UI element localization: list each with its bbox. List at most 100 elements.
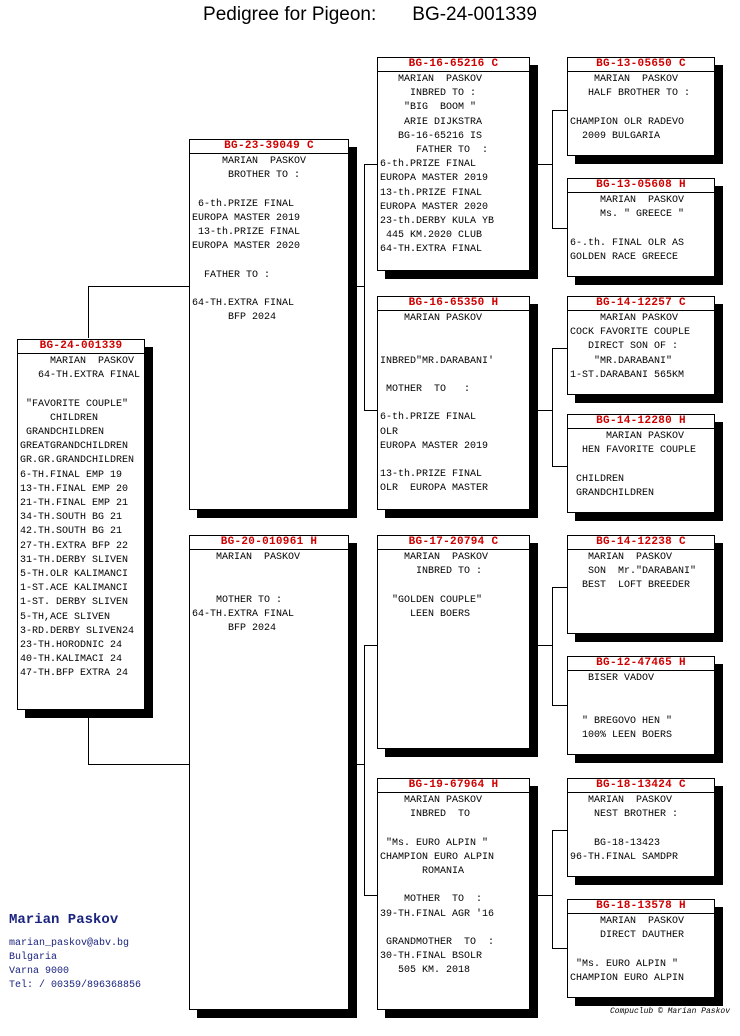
note-line: "BIG BOOM " (380, 102, 477, 114)
ring-number: BG-18-13578 H (568, 900, 714, 914)
note-line: "GOLDEN COUPLE" (380, 594, 483, 606)
note-line: 6-.th. FINAL OLR AS (570, 237, 685, 249)
owner-phone: Tel: / 00359/896368856 (9, 980, 142, 991)
note-line: MARIAN PASKOV (20, 356, 135, 367)
connector (364, 895, 377, 896)
note-line: MARIAN PASKOV (380, 74, 483, 85)
note-line (192, 579, 346, 593)
note-line: EUROPA MASTER 2019 (380, 440, 489, 452)
note-line: 5-TH,ACE SLIVEN (20, 611, 111, 623)
note-line: 34-TH.SOUTH BG 21 (20, 512, 123, 524)
note-line: EUROPA MASTER 2020 (192, 241, 301, 253)
pigeon-notes: MARIAN PASKOV INBRED TO : "BIG BOOM " AR… (378, 72, 529, 258)
note-line: COCK FAVORITE COUPLE (570, 327, 691, 339)
note-line (570, 222, 712, 236)
connector (552, 348, 553, 466)
note-line: Ms. " GREECE " (570, 209, 685, 221)
note-line (380, 454, 527, 468)
owner-contact: marian_paskov@abv.bg Bulgaria Varna 9000… (9, 937, 141, 993)
note-line: FATHER TO : (380, 145, 489, 157)
note-line: MARIAN PASKOV (570, 795, 673, 806)
pigeon-notes: MARIAN PASKOV INBRED TO "Ms. EURO ALPIN … (378, 793, 529, 979)
note-line: GRANDMOTHER TO : (380, 936, 495, 948)
note-line: INBRED TO : (380, 566, 483, 578)
pigeon-card-dam-dam: BG-19-67964 H MARIAN PASKOV INBRED TO "M… (377, 778, 530, 1010)
note-line (570, 822, 712, 836)
pigeon-notes: MARIAN PASKOV 64-TH.EXTRA FINAL "FAVORIT… (18, 354, 144, 682)
pigeon-notes: MARIAN PASKOV SON Mr."DARABANI" BEST LOF… (568, 550, 714, 594)
pigeon-notes: MARIAN PASKOV NEST BROTHER : BG-18-13423… (568, 793, 714, 865)
connector (552, 110, 567, 111)
note-line: INBRED"MR.DARABANI' (380, 355, 495, 367)
pigeon-card-ddd: BG-18-13578 H MARIAN PASKOV DIRECT DAUTH… (567, 899, 715, 998)
note-line: OLR (380, 426, 399, 438)
note-line (570, 686, 712, 700)
connector (552, 228, 567, 229)
pigeon-notes: MARIAN PASKOV HEN FAVORITE COUPLE CHILDR… (568, 429, 714, 501)
note-line (20, 383, 142, 397)
note-line: 1-ST. DERBY SLIVEN (20, 597, 129, 609)
ring-number: BG-24-001339 (18, 340, 144, 354)
note-line: MARIAN PASKOV (570, 313, 679, 324)
note-line: CHAMPION OLR RADEVO (570, 116, 685, 128)
note-line: 6-th.PRIZE FINAL (380, 159, 477, 171)
ring-number: BG-13-05608 H (568, 179, 714, 193)
connector (530, 645, 553, 646)
note-line: MOTHER TO : (380, 894, 483, 906)
note-line: 6-th.PRIZE FINAL (380, 412, 477, 424)
note-line: GRANDCHILDREN (570, 487, 655, 499)
note-line: BG-18-13423 (570, 837, 661, 849)
note-line: 39-TH.FINAL AGR '16 (380, 908, 495, 920)
ring-number: BG-19-67964 H (378, 779, 529, 793)
note-line: MARIAN PASKOV (570, 916, 685, 927)
title-ring: BG-24-001339 (412, 4, 537, 25)
note-line: 23-th.DERBY KULA YB (380, 216, 495, 228)
pigeon-notes: MARIAN PASKOV BROTHER TO : 6-th.PRIZE FI… (190, 154, 348, 325)
owner-email[interactable]: marian_paskov@abv.bg (9, 938, 130, 949)
note-line: MARIAN PASKOV (192, 552, 301, 563)
title-label: Pedigree for Pigeon: (203, 4, 377, 25)
owner-country: Bulgaria (9, 952, 58, 963)
owner-name: Marian Paskov (9, 912, 119, 928)
note-line (570, 943, 712, 957)
note-line: 27-TH.EXTRA BFP 22 (20, 540, 129, 552)
note-line: CHAMPION EURO ALPIN (380, 851, 495, 863)
note-line (192, 254, 346, 268)
connector (552, 466, 567, 467)
note-line: 30-TH.FINAL BSOLR (380, 951, 483, 963)
connector (349, 764, 365, 765)
note-line: LEEN BOERS (380, 608, 471, 620)
note-line: GRANDCHILDREN (20, 427, 105, 438)
pigeon-notes: MARIAN PASKOV DIRECT DAUTHER "Ms. EURO A… (568, 914, 714, 986)
note-line: MARIAN PASKOV (570, 431, 685, 442)
note-line: 31-TH.DERBY SLIVEN (20, 554, 129, 566)
note-line (380, 340, 527, 354)
note-line: 13-th.PRIZE FINAL (192, 227, 301, 238)
connector (552, 830, 567, 831)
note-line: "FAVORITE COUPLE" (20, 398, 129, 410)
ring-number: BG-14-12257 C (568, 297, 714, 311)
note-line: GR.GR.GRANDCHILDREN (20, 455, 135, 467)
note-line: EUROPA MASTER 2019 (380, 173, 489, 185)
note-line: 5-TH.OLR KALIMANCI (20, 569, 129, 581)
pigeon-notes: MARIAN PASKOV Ms. " GREECE "6-.th. FINAL… (568, 193, 714, 265)
note-line: 23-TH.HORODNIC 24 (20, 640, 123, 652)
note-line: 445 KM.2020 CLUB (380, 230, 483, 242)
note-line: CHILDREN (570, 473, 625, 485)
note-line (570, 101, 712, 115)
note-line: BISER VADOV (570, 673, 655, 684)
connector (364, 164, 365, 410)
note-line: MARIAN PASKOV (570, 552, 673, 563)
pigeon-card-sds: BG-14-12257 C MARIAN PASKOV COCK FAVORITE… (567, 296, 715, 395)
note-line: HEN FAVORITE COUPLE (570, 445, 697, 457)
note-line: DIRECT SON OF : (570, 341, 679, 353)
note-line: BFP 2024 (192, 312, 277, 324)
note-line: MOTHER TO : (192, 594, 283, 606)
note-line: OLR EUROPA MASTER (380, 483, 489, 495)
note-line: HALF BROTHER TO : (570, 88, 691, 100)
connector (530, 164, 553, 165)
note-line (380, 369, 527, 383)
note-line (570, 458, 712, 472)
pigeon-card-sire: BG-23-39049 C MARIAN PASKOV BROTHER TO :… (189, 139, 349, 510)
